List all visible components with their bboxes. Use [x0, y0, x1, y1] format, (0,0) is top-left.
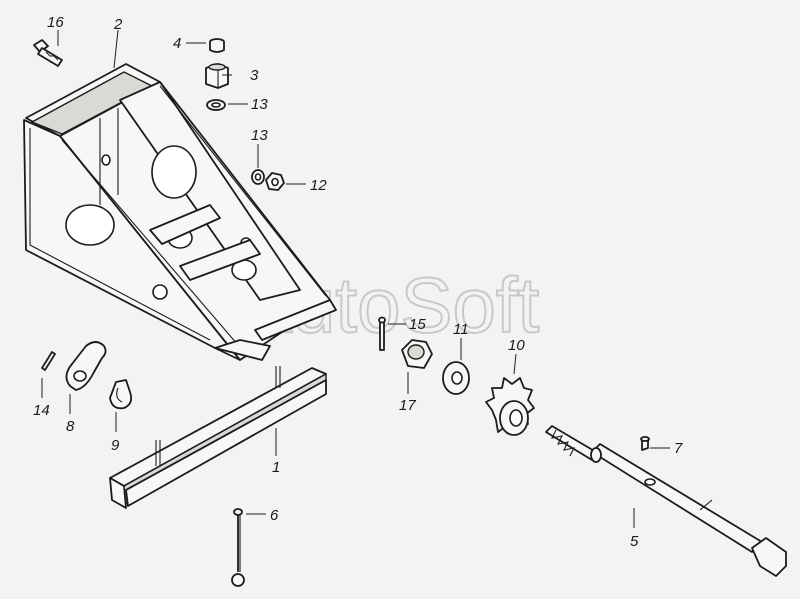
- label-8: 8: [66, 418, 75, 435]
- label-13a: 13: [251, 96, 268, 113]
- nut-part: [265, 172, 285, 191]
- label-17: 17: [399, 397, 416, 414]
- label-2: 2: [113, 16, 123, 33]
- pin-part: [640, 436, 650, 451]
- label-14: 14: [33, 402, 50, 419]
- cotter-pin-part: [378, 316, 386, 351]
- label-16: 16: [47, 14, 64, 31]
- label-3: 3: [250, 67, 259, 84]
- long-bolt-part: [231, 508, 245, 587]
- label-13b: 13: [251, 127, 268, 144]
- label-15: 15: [409, 316, 426, 333]
- label-7: 7: [674, 440, 683, 457]
- label-12: 12: [310, 177, 327, 194]
- clamp-part: [65, 341, 107, 391]
- sprocket-part: [485, 377, 535, 436]
- label-9: 9: [111, 437, 120, 454]
- label-10: 10: [508, 337, 525, 354]
- label-1: 1: [272, 459, 280, 476]
- label-11: 11: [453, 321, 469, 338]
- flat-washer-part: [442, 361, 470, 395]
- shaft-part: [545, 425, 787, 577]
- callout-labels: 16 2 4 3 13 13 12 15 11 10 17 14 8 9 1 7…: [33, 14, 683, 550]
- lock-washer-part: [251, 169, 265, 185]
- bracket-housing: [23, 63, 337, 361]
- label-5: 5: [630, 533, 639, 550]
- label-6: 6: [270, 507, 279, 524]
- channel-rail-part: [109, 366, 327, 509]
- cap-part: [209, 38, 225, 53]
- washer-part-top: [206, 99, 226, 111]
- bolt-part: [33, 39, 63, 67]
- small-pin-part: [41, 351, 56, 371]
- castle-nut-part: [401, 339, 433, 369]
- label-4: 4: [173, 35, 181, 52]
- hex-nut-part: [205, 63, 229, 89]
- spring-clip-part: [109, 379, 133, 410]
- leader-lines: [41, 29, 670, 528]
